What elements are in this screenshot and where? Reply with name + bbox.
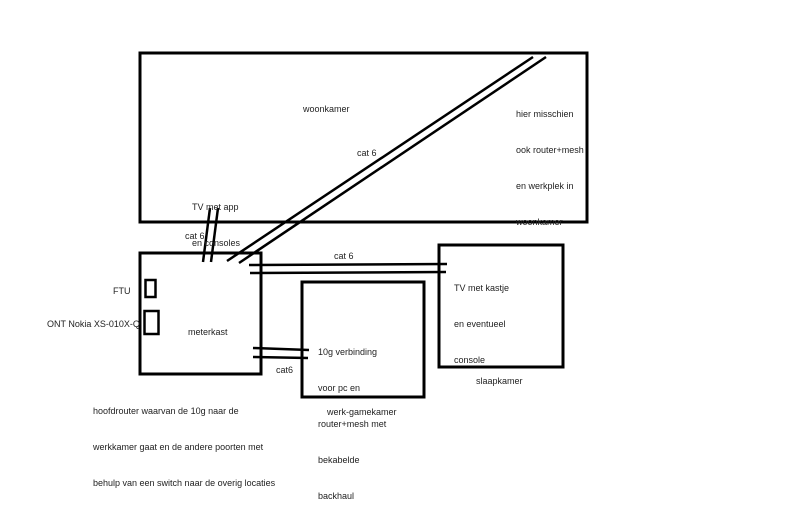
room-woonkamer-box: [138, 51, 589, 224]
room-label-werk-gamekamer: werk-gamekamer: [327, 407, 397, 417]
cable-label-werkkamer: cat6: [276, 365, 294, 375]
cable-slaapkamer: [248, 262, 448, 275]
cable-woonkamer-diagonal: [226, 55, 547, 265]
device-ftu-box: [144, 278, 157, 299]
room-label-slaapkamer: slaapkamer: [476, 376, 523, 386]
room-werk-gamekamer-box: [300, 280, 426, 399]
note-hoofdrouter: hoofdrouter waarvan de 10g naar de werkk…: [93, 406, 276, 488]
device-label-ont: ONT Nokia XS-010X-Q: [47, 319, 140, 329]
note-woonkamer-corner: hier misschien ook router+mesh en werkpl…: [516, 109, 584, 227]
note-woonkamer-tv: TV met app en consoles: [192, 202, 241, 248]
device-label-ftu: FTU: [113, 286, 131, 296]
diagram-canvas: [138, 51, 589, 399]
room-meterkast-box: [138, 251, 263, 376]
note-slaapkamer-tv: TV met kastje en eventueel console: [454, 283, 510, 365]
room-label-meterkast: meterkast: [188, 327, 228, 337]
cable-woonkamer-tv: [201, 207, 220, 263]
room-slaapkamer-box: [437, 243, 565, 369]
note-werkkamer: 10g verbinding voor pc en router+mesh me…: [318, 347, 387, 501]
cable-label-woonkamer-tv: cat 6: [185, 231, 205, 241]
cable-werkkamer: [252, 346, 310, 360]
room-label-woonkamer: woonkamer: [303, 104, 350, 114]
cable-label-woonkamer-diagonal: cat 6: [357, 148, 377, 158]
device-ont-box: [143, 309, 160, 336]
cable-label-slaapkamer: cat 6: [334, 251, 354, 261]
